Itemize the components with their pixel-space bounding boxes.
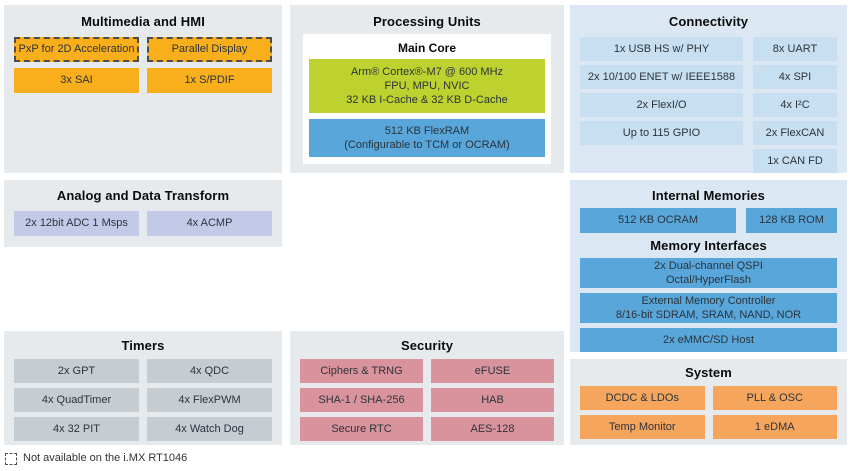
security-block-grid: Ciphers & TRNG eFUSE SHA-1 / SHA-256 HAB… xyxy=(300,359,554,441)
block-gpio: Up to 115 GPIO xyxy=(580,121,743,145)
block-acmp: 4x ACMP xyxy=(147,211,272,236)
block-flexcan: 2x FlexCAN xyxy=(753,121,837,145)
block-watchdog: 4x Watch Dog xyxy=(147,417,272,441)
block-rom: 128 KB ROM xyxy=(746,208,837,233)
multimedia-block-grid: PxP for 2D Acceleration Parallel Display… xyxy=(14,37,272,93)
block-temp-monitor: Temp Monitor xyxy=(580,415,705,439)
block-pll-osc: PLL & OSC xyxy=(713,386,838,410)
panel-system: System DCDC & LDOs PLL & OSC Temp Monito… xyxy=(570,359,847,445)
block-external-memory-controller: External Memory Controller 8/16-bit SDRA… xyxy=(580,293,837,323)
block-pxp-2d-acceleration: PxP for 2D Acceleration xyxy=(14,37,139,62)
memory-interfaces-stack: 2x Dual-channel QSPI Octal/HyperFlash Ex… xyxy=(580,258,837,352)
block-flexpwm: 4x FlexPWM xyxy=(147,388,272,412)
panel-security: Security Ciphers & TRNG eFUSE SHA-1 / SH… xyxy=(290,331,564,445)
block-flexram: 512 KB FlexRAM (Configurable to TCM or O… xyxy=(309,119,545,157)
block-can-fd: 1x CAN FD xyxy=(753,149,837,173)
main-core-box: Main Core Arm® Cortex®-M7 @ 600 MHz FPU,… xyxy=(303,34,551,164)
block-pit: 4x 32 PIT xyxy=(14,417,139,441)
dashed-box-icon xyxy=(5,453,17,465)
panel-title-connectivity: Connectivity xyxy=(570,14,847,29)
panel-title-multimedia: Multimedia and HMI xyxy=(4,14,282,29)
legend-footnote: Not available on the i.MX RT1046 xyxy=(5,452,187,465)
panel-title-system: System xyxy=(570,365,847,380)
block-spi: 4x SPI xyxy=(753,65,837,89)
legend-text: Not available on the i.MX RT1046 xyxy=(23,452,187,465)
block-cortex-m7: Arm® Cortex®-M7 @ 600 MHz FPU, MPU, NVIC… xyxy=(309,59,545,113)
panel-title-timers: Timers xyxy=(4,338,282,353)
block-qspi: 2x Dual-channel QSPI Octal/HyperFlash xyxy=(580,258,837,288)
block-enet: 2x 10/100 ENET w/ IEEE1588 xyxy=(580,65,743,89)
panel-connectivity: Connectivity 1x USB HS w/ PHY 2x 10/100 … xyxy=(570,5,847,173)
block-usb-hs: 1x USB HS w/ PHY xyxy=(580,37,743,61)
main-core-title: Main Core xyxy=(309,41,545,55)
block-i2c: 4x I²C xyxy=(753,93,837,117)
block-ocram: 512 KB OCRAM xyxy=(580,208,736,233)
panel-title-processing: Processing Units xyxy=(290,14,564,29)
block-quadtimer: 4x QuadTimer xyxy=(14,388,139,412)
panel-title-analog: Analog and Data Transform xyxy=(4,188,282,203)
analog-block-grid: 2x 12bit ADC 1 Msps 4x ACMP xyxy=(14,211,272,236)
panel-title-memory-interfaces: Memory Interfaces xyxy=(570,238,847,253)
block-parallel-display: Parallel Display xyxy=(147,37,272,62)
block-hab: HAB xyxy=(431,388,554,412)
block-efuse: eFUSE xyxy=(431,359,554,383)
block-uart: 8x UART xyxy=(753,37,837,61)
block-adc: 2x 12bit ADC 1 Msps xyxy=(14,211,139,236)
block-ciphers-trng: Ciphers & TRNG xyxy=(300,359,423,383)
internal-memories-row: 512 KB OCRAM 128 KB ROM xyxy=(580,208,837,233)
panel-title-internal-memories: Internal Memories xyxy=(570,188,847,203)
panel-multimedia-hmi: Multimedia and HMI PxP for 2D Accelerati… xyxy=(4,5,282,173)
block-edma: 1 eDMA xyxy=(713,415,838,439)
block-dcdc-ldos: DCDC & LDOs xyxy=(580,386,705,410)
panel-memories: Internal Memories 512 KB OCRAM 128 KB RO… xyxy=(570,180,847,352)
connectivity-left-column: 1x USB HS w/ PHY 2x 10/100 ENET w/ IEEE1… xyxy=(580,37,743,173)
system-block-grid: DCDC & LDOs PLL & OSC Temp Monitor 1 eDM… xyxy=(580,386,837,439)
panel-title-security: Security xyxy=(290,338,564,353)
block-emmc-sd-host: 2x eMMC/SD Host xyxy=(580,328,837,352)
block-flexio: 2x FlexI/O xyxy=(580,93,743,117)
block-qdc: 4x QDC xyxy=(147,359,272,383)
timers-block-grid: 2x GPT 4x QDC 4x QuadTimer 4x FlexPWM 4x… xyxy=(14,359,272,441)
block-spdif: 1x S/PDIF xyxy=(147,68,272,93)
block-secure-rtc: Secure RTC xyxy=(300,417,423,441)
block-aes128: AES-128 xyxy=(431,417,554,441)
panel-analog-data-transform: Analog and Data Transform 2x 12bit ADC 1… xyxy=(4,180,282,247)
panel-processing-units: Processing Units Main Core Arm® Cortex®-… xyxy=(290,5,564,173)
connectivity-right-column: 8x UART 4x SPI 4x I²C 2x FlexCAN 1x CAN … xyxy=(753,37,837,173)
block-sai: 3x SAI xyxy=(14,68,139,93)
panel-timers: Timers 2x GPT 4x QDC 4x QuadTimer 4x Fle… xyxy=(4,331,282,445)
block-sha: SHA-1 / SHA-256 xyxy=(300,388,423,412)
block-gpt: 2x GPT xyxy=(14,359,139,383)
connectivity-block-grid: 1x USB HS w/ PHY 2x 10/100 ENET w/ IEEE1… xyxy=(580,37,837,173)
